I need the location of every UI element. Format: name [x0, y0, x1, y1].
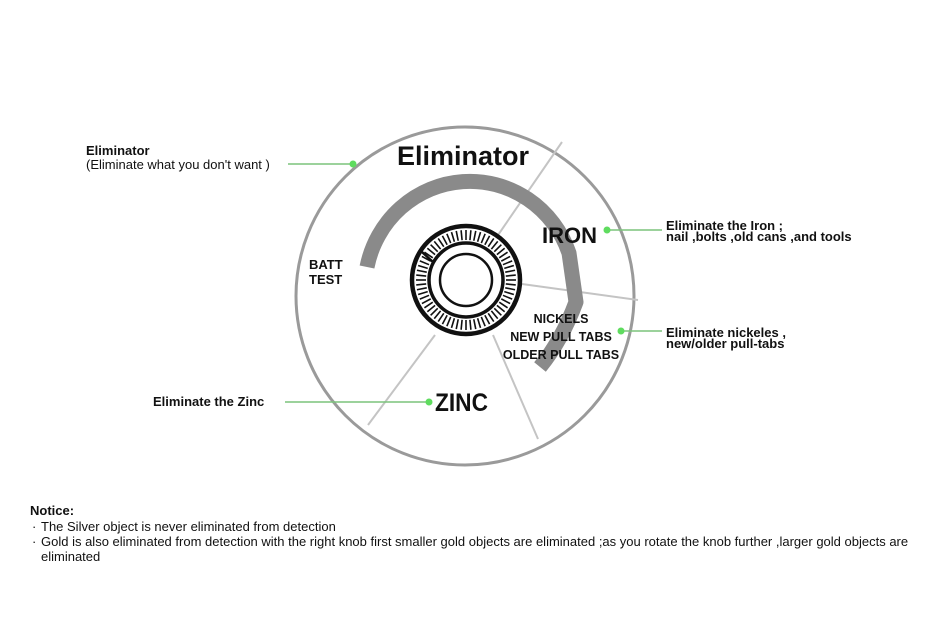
knob-pointer: [421, 251, 434, 263]
knob-tick: [416, 283, 427, 286]
divider-zinc: [367, 334, 436, 426]
notice-block: Notice: · The Silver object is never eli…: [30, 503, 910, 564]
eliminator-range-arc: [359, 173, 584, 372]
knob-tick: [419, 294, 430, 300]
zinc-callout-line1: Eliminate the Zinc: [153, 394, 264, 409]
knob-tick: [441, 314, 448, 325]
knob-tick: [433, 240, 442, 250]
batt-test-label-line2: TEST: [309, 272, 342, 287]
knob-tick: [505, 274, 516, 277]
nickels-leader-dot: [617, 327, 625, 335]
notice-bullet: ·: [32, 519, 37, 534]
knob-tick: [433, 310, 442, 320]
knob-tick: [498, 301, 509, 309]
nickels-callout-line2: new/older pull-tabs: [666, 336, 784, 351]
knob-tick: [493, 307, 502, 316]
iron-callout-line2: nail ,bolts ,old cans ,and tools: [666, 229, 852, 244]
knob-tick: [417, 264, 428, 270]
knob-tick: [480, 316, 486, 327]
nickels-label-line3: OLDER PULL TABS: [503, 348, 619, 362]
knob-tick: [480, 233, 486, 244]
knob-tick: [487, 237, 495, 248]
divider-low: [492, 334, 539, 440]
knob-tick: [484, 314, 491, 325]
knob-tick: [455, 319, 459, 330]
knob-tick: [416, 287, 427, 291]
knob-tick: [450, 318, 456, 329]
iron-leader-dot: [603, 226, 611, 234]
nickels-callout-line1: Eliminate nickeles ,: [666, 325, 786, 340]
knob-tick: [460, 230, 463, 241]
knob-tick: [473, 319, 477, 330]
notice-item: · Gold is also eliminated from detection…: [30, 534, 910, 564]
eliminator-knob[interactable]: [409, 223, 523, 337]
knob-tick: [487, 312, 495, 323]
knob-tick: [476, 318, 482, 329]
notice-bullet: ·: [32, 534, 37, 549]
knob-tick: [469, 230, 472, 241]
knob-tick: [484, 235, 491, 246]
knob-tick: [469, 319, 472, 330]
knob-tick: [430, 307, 439, 316]
knob-tick: [460, 319, 463, 330]
notice-item-text: The Silver object is never eliminated fr…: [41, 519, 336, 534]
knob-tick: [473, 230, 477, 241]
notice-item: · The Silver object is never eliminated …: [30, 519, 910, 534]
zinc-label: ZINC: [435, 389, 488, 417]
knob-tick: [490, 310, 499, 320]
knob-tick: [504, 264, 515, 270]
nickels-label-line2: NEW PULL TABS: [510, 330, 612, 344]
knob-tick: [430, 244, 439, 253]
batt-test-label-line1: BATT: [309, 257, 343, 272]
knob-tick: [496, 247, 506, 256]
knob-tick: [455, 230, 459, 241]
knob-tick: [476, 231, 482, 242]
knob-tick: [419, 260, 430, 266]
nickels-label-line1: NICKELS: [534, 312, 589, 326]
eliminator-callout-title: Eliminator: [86, 143, 150, 158]
iron-label: IRON: [542, 223, 597, 248]
knob-tick: [450, 231, 456, 242]
notice-item-text: Gold is also eliminated from detection w…: [41, 534, 909, 564]
knob-tick: [423, 301, 434, 309]
knob-tick: [423, 251, 434, 259]
knob-ticks: [416, 230, 516, 330]
knob-tick: [416, 274, 427, 277]
eliminator-leader-dot: [349, 160, 357, 168]
knob-tick: [505, 269, 516, 273]
divider-iron: [495, 141, 563, 239]
dial-title: Eliminator: [397, 141, 530, 171]
knob-tick: [426, 247, 436, 256]
knob-tick: [446, 316, 452, 327]
iron-callout-line1: Eliminate the Iron ;: [666, 218, 783, 233]
knob-tick: [416, 269, 427, 273]
knob-tick: [493, 244, 502, 253]
dial-outer-ring: [294, 125, 636, 467]
knob-tick: [496, 304, 506, 313]
eliminator-callout-subtitle: (Eliminate what you don't want ): [86, 157, 270, 172]
knob-tick: [498, 251, 509, 259]
knob-tick: [504, 290, 515, 296]
knob-tick: [421, 255, 432, 262]
knob-tick: [505, 283, 516, 286]
knob-tick: [500, 298, 511, 305]
knob-tick: [505, 287, 516, 291]
knob-tick: [502, 294, 513, 300]
knob-tick: [437, 237, 445, 248]
knob-tick: [417, 290, 428, 296]
notice-title: Notice:: [30, 503, 75, 518]
knob-tick: [426, 304, 436, 313]
knob-tick: [502, 260, 513, 266]
knob-tick: [500, 255, 511, 262]
knob-tick: [441, 235, 448, 246]
knob-center-cap: [438, 252, 494, 308]
knob-tick: [446, 233, 452, 244]
knob-tick: [437, 312, 445, 323]
knob-tick: [490, 240, 499, 250]
knob-tick: [421, 298, 432, 305]
zinc-leader-dot: [425, 398, 433, 406]
